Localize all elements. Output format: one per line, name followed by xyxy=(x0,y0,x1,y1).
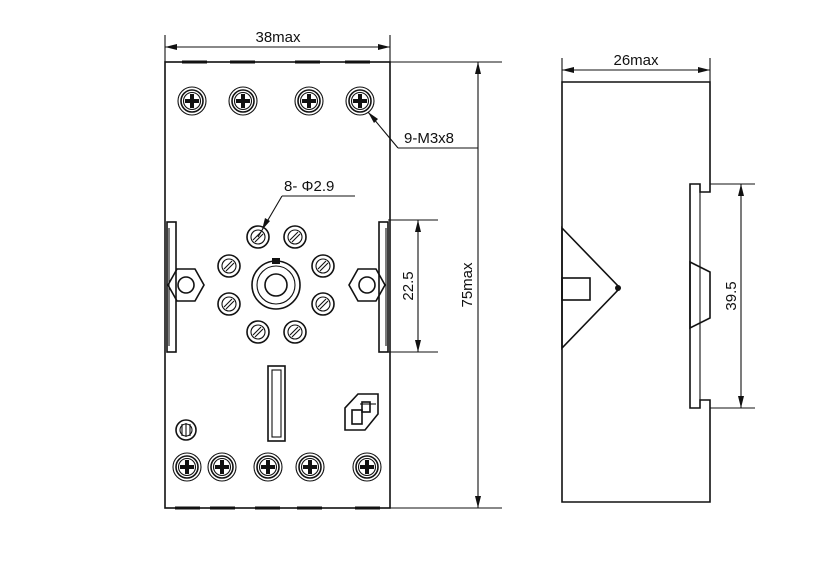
rail-dimension xyxy=(710,183,755,409)
front-view: 38max 75max 22.5 9-M3x8 xyxy=(164,29,502,510)
right-mounting-clip xyxy=(348,221,389,353)
socket-pin-icon xyxy=(283,320,307,344)
socket-pin-icon xyxy=(311,292,335,316)
mount-pitch-label: 22.5 xyxy=(400,271,417,300)
terminal-screw-icon xyxy=(177,86,207,116)
terminal-screw-icon xyxy=(295,452,325,482)
terminal-screw-icon xyxy=(253,452,283,482)
screw-note: 9-M3x8 xyxy=(404,130,454,147)
terminal-screw-icon xyxy=(207,452,237,482)
socket-pin-icon xyxy=(283,225,307,249)
side-clip xyxy=(561,226,622,350)
side-view: 26max 39.5 xyxy=(561,52,755,503)
terminal-screw-icon xyxy=(294,86,324,116)
terminal-screw-icon xyxy=(345,86,375,116)
height-dimension xyxy=(390,61,502,509)
terminal-screw-icon xyxy=(172,452,202,482)
hole-note: 8- Φ2.9 xyxy=(284,178,334,195)
socket-pin-icon xyxy=(246,320,270,344)
terminal-screw-icon xyxy=(352,452,382,482)
width-label: 38max xyxy=(255,29,301,46)
top-screw-row xyxy=(177,86,375,116)
ground-marker-icon xyxy=(175,419,197,441)
bottom-screw-row xyxy=(172,452,382,482)
side-width-dimension xyxy=(561,58,711,82)
rail-label: 39.5 xyxy=(723,281,740,310)
height-label: 75max xyxy=(459,262,476,308)
width-dimension xyxy=(164,35,391,62)
side-width-label: 26max xyxy=(613,52,659,69)
mount-pitch-dimension xyxy=(388,219,438,353)
octal-socket xyxy=(217,225,335,344)
socket-pin-icon xyxy=(217,292,241,316)
polarity-key-icon xyxy=(344,393,379,431)
hole-leader xyxy=(257,195,355,238)
side-body-outline xyxy=(561,81,711,503)
screw-leader xyxy=(367,111,478,149)
socket-pin-icon xyxy=(311,254,335,278)
socket-pin-icon xyxy=(217,254,241,278)
terminal-screw-icon xyxy=(228,86,258,116)
latch-slot xyxy=(267,365,286,442)
left-mounting-clip xyxy=(166,221,205,353)
